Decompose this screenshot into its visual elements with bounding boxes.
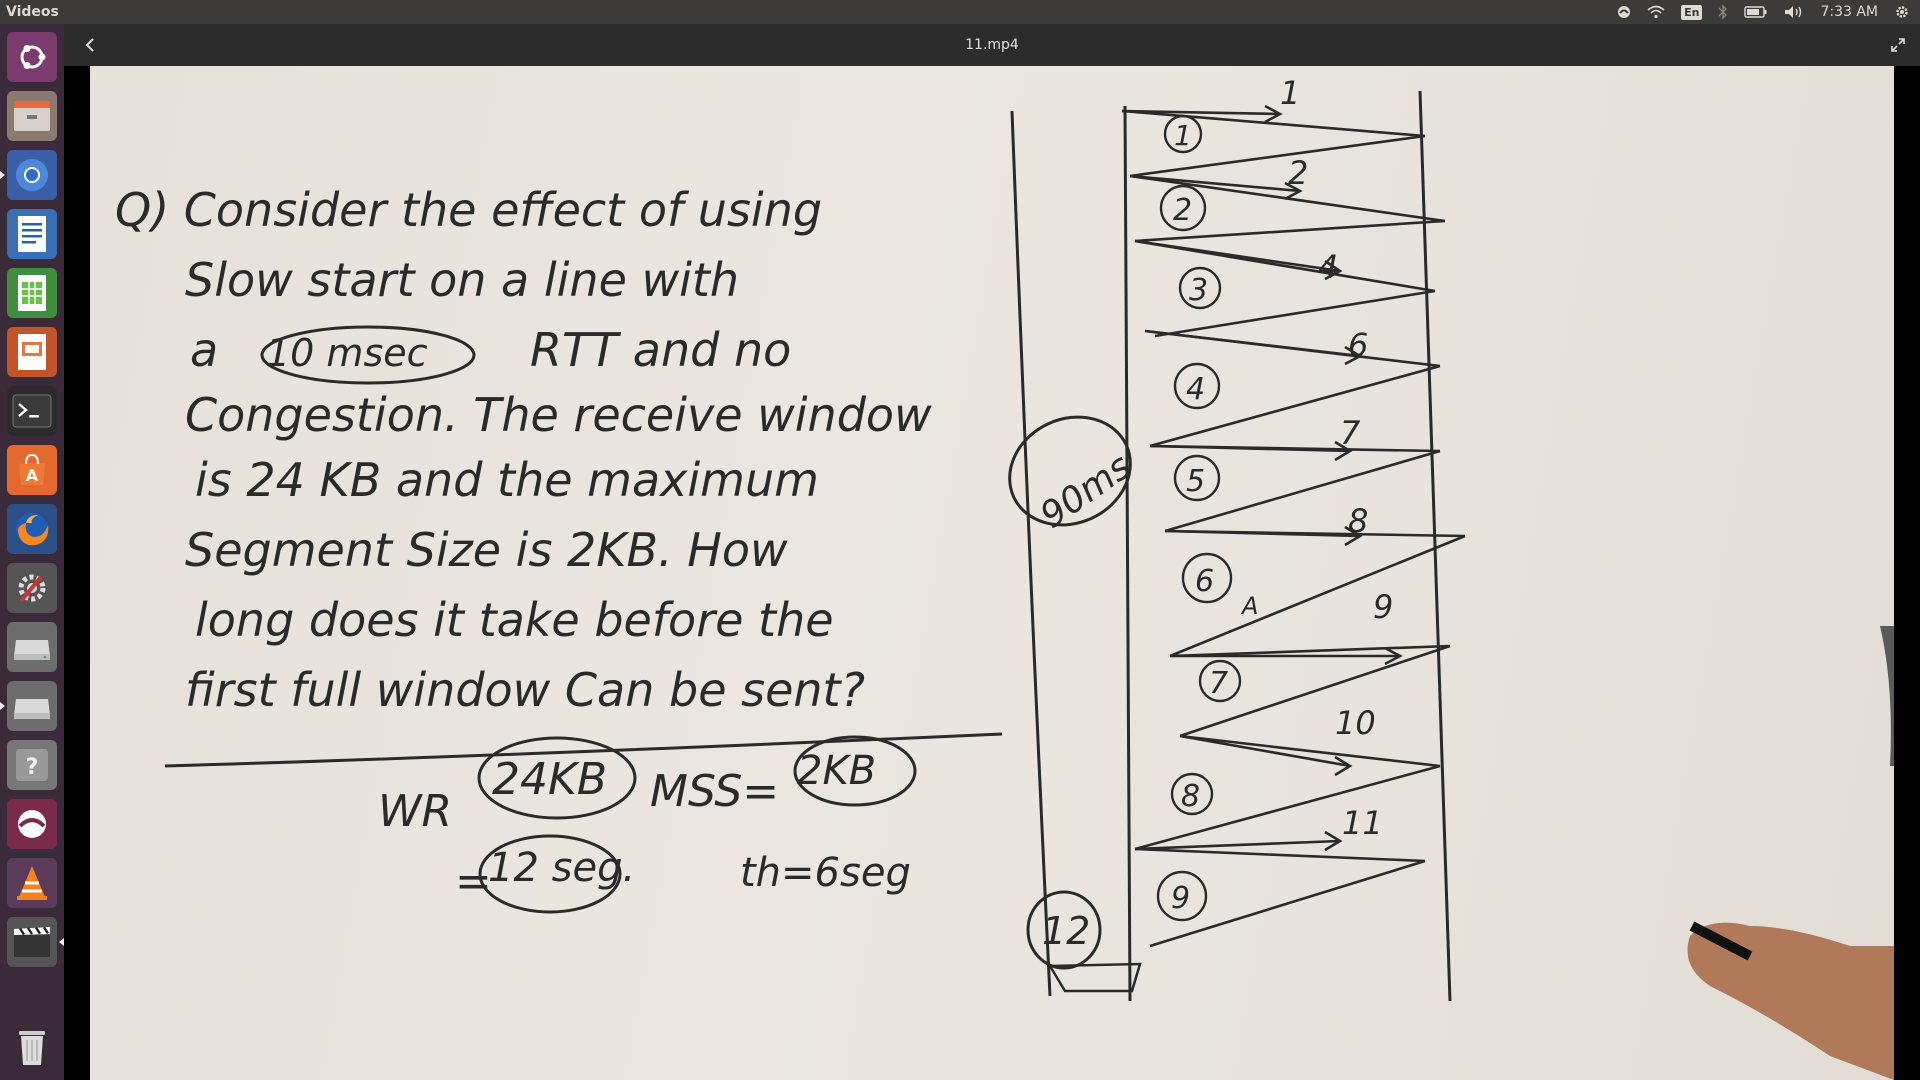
question-text: Q) Consider the effect of using Slow sta…	[115, 183, 932, 717]
question-line-3a: a	[190, 323, 218, 377]
whiteboard: Q) Consider the effect of using Slow sta…	[115, 74, 1894, 1080]
bluetooth-icon[interactable]	[1718, 2, 1728, 22]
divider-vertical	[1010, 110, 1052, 997]
sync-icon[interactable]	[1617, 2, 1631, 22]
question-line-7: long does it take before the	[195, 593, 834, 647]
terminal-icon[interactable]	[7, 386, 57, 436]
circle-total	[1008, 415, 1132, 527]
header-bar: 11.mp4	[64, 24, 1920, 66]
video-frame: Q) Consider the effect of using Slow sta…	[90, 66, 1894, 1080]
fullscreen-button[interactable]	[1880, 24, 1916, 66]
keyboard-layout-indicator[interactable]: En	[1681, 2, 1703, 22]
svg-text:4: 4	[1318, 248, 1338, 286]
firefox-icon[interactable]	[7, 504, 57, 554]
wr-value: 24KB	[492, 754, 607, 805]
app-title: Videos	[6, 4, 59, 20]
videos-icon[interactable]	[7, 917, 64, 967]
wifi-icon[interactable]	[1647, 2, 1665, 22]
files-icon[interactable]	[7, 91, 57, 141]
svg-text:11: 11	[1342, 804, 1383, 842]
svg-text:2: 2	[1173, 193, 1192, 228]
window-sizes: 1 2 4 6 7 8 9 10 11 A	[1240, 74, 1393, 842]
impress-icon[interactable]	[7, 327, 57, 377]
presenter-hand	[1687, 626, 1894, 1080]
writer-icon[interactable]	[7, 209, 57, 259]
chromium-icon[interactable]	[0, 150, 57, 200]
question-line-2: Slow start on a line with	[185, 253, 739, 307]
question-line-5: is 24 KB and the maximum	[195, 453, 819, 507]
svg-text:7: 7	[1340, 414, 1361, 452]
help-icon[interactable]: ?	[7, 740, 57, 790]
trash-icon[interactable]	[7, 1022, 57, 1072]
svg-text:6: 6	[1195, 564, 1214, 599]
circle-wr	[477, 736, 637, 820]
receiver-line	[1418, 90, 1452, 1002]
mss-label: MSS=	[650, 766, 779, 817]
final-count: 12	[1042, 909, 1090, 953]
top-panel: Videos En 7:33 AM	[0, 0, 1920, 24]
active-indicator	[59, 938, 64, 946]
keyboard-layout-label: En	[1681, 4, 1703, 20]
question-line-3b: 10 msec	[266, 331, 428, 375]
seg-eq: =	[455, 856, 492, 907]
vlc-icon[interactable]	[7, 858, 57, 908]
question-line-1: Q) Consider the effect of using	[115, 183, 822, 237]
svg-text:4: 4	[1186, 372, 1205, 407]
seg-value: 12 seg.	[488, 845, 635, 891]
wr-label: WR	[378, 786, 452, 837]
svg-text:7: 7	[1209, 666, 1228, 701]
svg-text:8: 8	[1348, 502, 1368, 540]
running-indicator	[0, 171, 5, 179]
svg-text:10: 10	[1335, 704, 1376, 742]
question-line-4: Congestion. The receive window	[185, 388, 932, 442]
svg-text:9: 9	[1373, 588, 1393, 626]
running-indicator	[0, 702, 5, 710]
circle-mss	[793, 735, 917, 807]
battery-icon[interactable]	[1744, 2, 1768, 22]
sender-line	[1123, 105, 1132, 1002]
indicator-area: En 7:33 AM	[1617, 2, 1920, 22]
circle-rtt	[260, 325, 476, 385]
drive-icon[interactable]	[7, 622, 57, 672]
chevron-left-icon	[85, 38, 94, 52]
final-box	[1047, 962, 1142, 993]
back-button[interactable]	[72, 24, 108, 66]
zigzag-arrows	[1121, 104, 1466, 948]
drive-2-icon[interactable]	[0, 681, 57, 731]
svg-text:1: 1	[1280, 74, 1300, 112]
threshold: th=6seg	[740, 850, 911, 896]
circle-final	[1026, 890, 1102, 970]
ubuntu-dash-icon[interactable]	[7, 32, 57, 82]
system-settings-icon[interactable]	[7, 563, 57, 613]
svg-text:8: 8	[1181, 779, 1200, 814]
question-line-8: first full window Can be sent?	[185, 663, 865, 717]
svg-text:9: 9	[1171, 881, 1190, 916]
question-line-3c: RTT and no	[530, 323, 791, 377]
video-player[interactable]: Q) Consider the effect of using Slow sta…	[64, 66, 1920, 1080]
video-title: 11.mp4	[965, 37, 1019, 53]
settings-gear-icon[interactable]	[1894, 2, 1910, 22]
app-icon[interactable]	[7, 799, 57, 849]
working-area: WR 24KB MSS= 2KB = 12 seg. th=6seg	[378, 748, 911, 907]
svg-text:5: 5	[1186, 464, 1205, 499]
rtt-markers: 1 2 3 4 5 6 7 8 9	[1156, 114, 1242, 922]
launcher: A ?	[0, 24, 64, 1080]
svg-text:2: 2	[1288, 154, 1308, 192]
software-center-icon[interactable]: A	[7, 445, 57, 495]
circle-seg	[478, 834, 622, 914]
svg-text:3: 3	[1189, 273, 1208, 308]
svg-text:?: ?	[26, 755, 39, 780]
svg-text:1: 1	[1174, 119, 1192, 152]
divider-line	[164, 732, 1003, 768]
question-line-6: Segment Size is 2KB. How	[185, 523, 788, 577]
svg-text:A: A	[26, 466, 39, 485]
volume-icon[interactable]	[1784, 2, 1804, 22]
mss-value: 2KB	[797, 748, 876, 794]
fullscreen-icon	[1891, 38, 1905, 52]
calc-icon[interactable]	[7, 268, 57, 318]
clock[interactable]: 7:33 AM	[1820, 4, 1878, 20]
svg-text:A: A	[1240, 592, 1258, 620]
svg-text:6: 6	[1348, 326, 1368, 364]
